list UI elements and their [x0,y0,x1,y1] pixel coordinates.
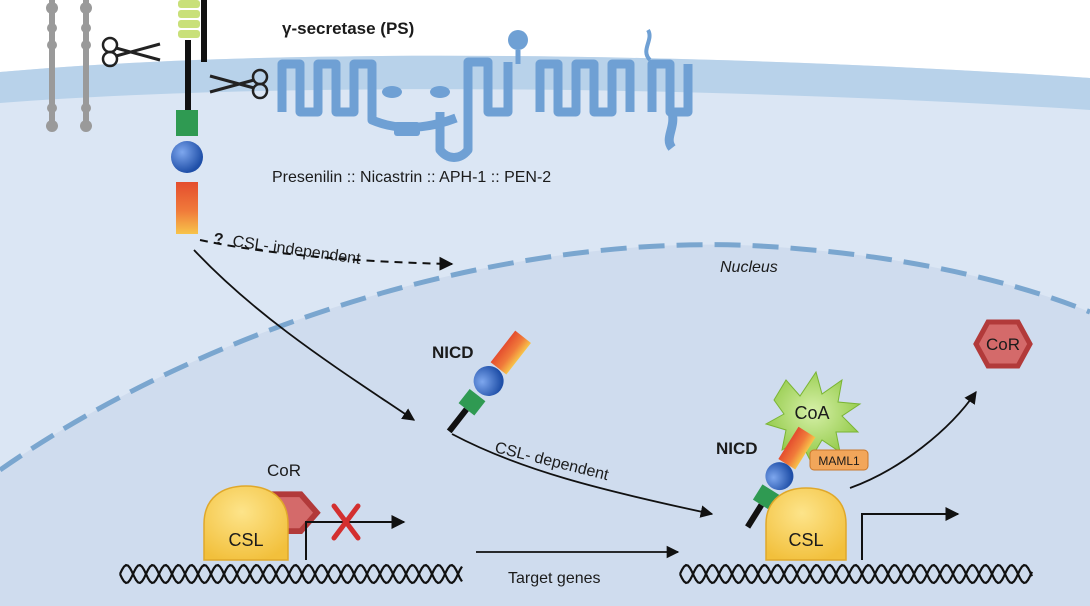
repressed-transcription-arrow [305,515,406,560]
coa-label: CoA [794,403,829,423]
csl-independent-arrow [199,239,454,271]
coa-starburst [764,370,862,462]
target-genes-label: Target genes [508,570,601,587]
complex-components-label: Presenilin :: Nicastrin :: APH-1 :: PEN-… [272,169,551,186]
csl-label-right: CSL [788,530,823,550]
grey-receptor-2 [80,0,92,132]
dna-helix-right [679,563,1034,585]
nicd-translocation-arrow [193,249,416,421]
block-x-icon [331,503,361,541]
nicd-label-left: NICD [432,343,474,362]
nicd-free [446,330,531,434]
scissors-icon [101,36,161,68]
gamma-secretase-complex [277,57,693,162]
cor-label-released: CoR [986,335,1020,354]
maml1-label: MAML1 [818,454,860,468]
nuclear-envelope [0,242,1090,473]
nicd-bound [745,426,816,529]
cor-hexagon-released [973,319,1033,369]
dna-helix-left [119,563,463,585]
gamma-secretase-domains [382,28,652,136]
notch-receptor [171,0,207,234]
grey-receptor-1 [46,0,58,132]
nicd-label-right: NICD [716,439,758,458]
csl-label-left: CSL [228,530,263,550]
nucleus-label: Nucleus [720,259,778,276]
active-transcription-arrow [861,507,960,560]
cor-label-bound: CoR [267,461,301,480]
scissors-icon [209,68,269,100]
maml1-box [809,449,869,471]
csl-dependent-arrow [451,433,714,518]
csl-right [765,487,847,561]
gamma-secretase-title: γ-secretase (PS) [282,19,414,38]
cor-release-arrow [849,390,977,489]
question-mark: ? [214,231,224,248]
plasma-membrane [0,55,1090,110]
csl-left [203,485,289,561]
